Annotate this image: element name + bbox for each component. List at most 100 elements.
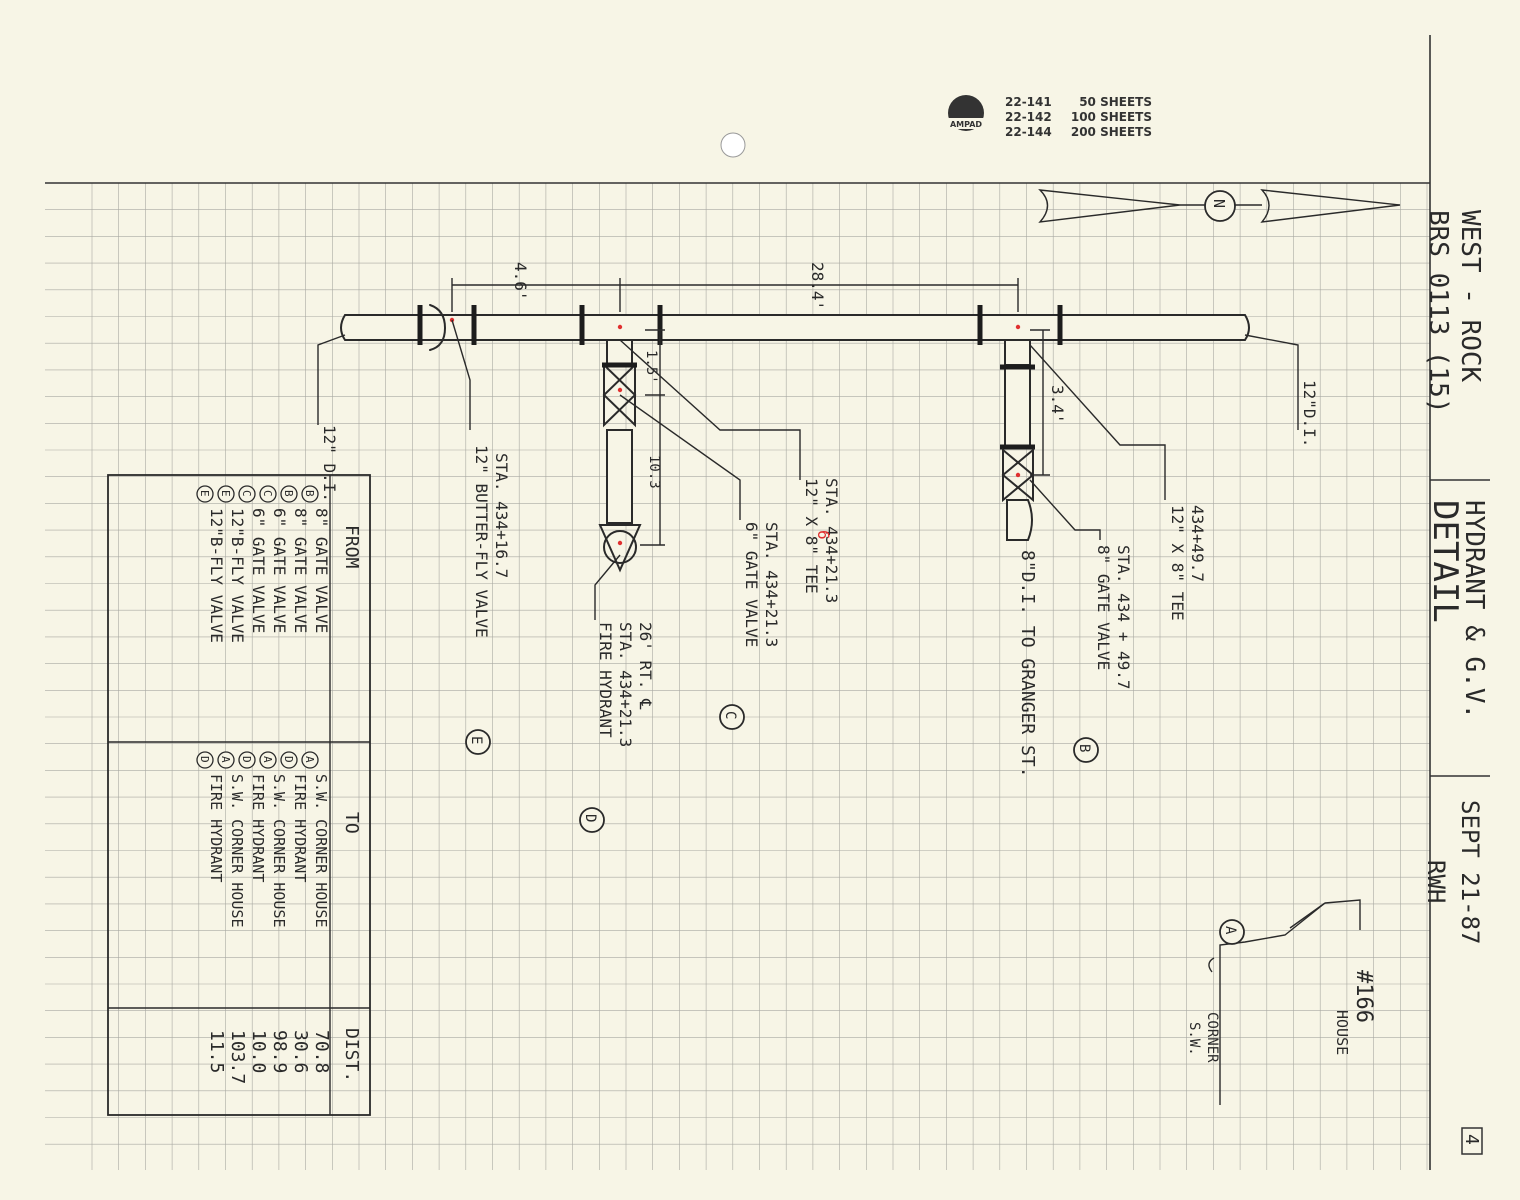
- ampad-logo: AMPAD: [946, 95, 986, 131]
- table-row-3-dist: 98.9: [269, 1030, 290, 1073]
- pipe-left-label: 12" D.I.: [320, 425, 339, 502]
- dimension-lines: [451, 278, 1050, 546]
- table-header-to: TO: [341, 812, 362, 834]
- north-arrow-label: N: [1210, 199, 1228, 208]
- ampad-product-list: 22-141 50 SHEETS 22-142 100 SHEETS 22-14…: [1005, 95, 1152, 139]
- dim-tee-c-to-tee-b: 28.4': [808, 262, 827, 310]
- table-row-5-from-marker-circle: [217, 485, 235, 503]
- table-row-6-to-marker-circle: [196, 751, 214, 769]
- table-row-4-to-marker: D: [240, 756, 253, 763]
- product-sheets-1: 50 SHEETS: [1079, 95, 1152, 109]
- label-gate-valve-c: 6" GATE VALVE STA. 434+21.3: [742, 522, 781, 647]
- label-tee-c-line2: STA. 434+21.3: [822, 478, 841, 603]
- marker-b-circle: [1073, 737, 1099, 763]
- graph-paper-grid: [45, 182, 1430, 1170]
- table-row-2-to-marker: D: [282, 756, 295, 763]
- title-subject-line1: HYDRANT & G.V.: [1459, 500, 1489, 719]
- marker-d-circle: [579, 807, 605, 833]
- product-sheets-2: 100 SHEETS: [1071, 110, 1152, 124]
- table-row-1-from-marker: B: [303, 490, 316, 497]
- main-pipe: [340, 305, 1250, 345]
- label-e-line1: 12" BUTTER-FLY VALVE: [472, 445, 491, 638]
- title-subject-group: HYDRANT & G.V. DETAIL: [1425, 500, 1489, 719]
- table-header-dist: DIST.: [341, 1028, 362, 1082]
- distance-table-rows: B 8" GATE VALVE A S.W. CORNER HOUSE 70.8 B 8" …: [196, 485, 332, 1084]
- product-code-2: 22-142: [1005, 110, 1052, 124]
- house-label-line2: #166: [1351, 970, 1376, 1023]
- table-row-1-to: S.W. CORNER HOUSE: [312, 774, 330, 928]
- table-row-4-dist: 10.0: [248, 1030, 269, 1073]
- table-row-1-dist: 70.8: [311, 1030, 332, 1073]
- table-row-6-to: FIRE HYDRANT: [207, 774, 225, 882]
- table-row-6-dist: 11.5: [206, 1030, 227, 1073]
- label-d-line1: FIRE HYDRANT: [596, 622, 615, 738]
- tee-correction-mark: 6: [814, 530, 833, 540]
- binder-hole: [720, 132, 746, 158]
- title-project: WEST - ROCK: [1455, 210, 1485, 383]
- corner-label-line1: S.W.: [1186, 1022, 1202, 1056]
- title-date: SEPT 21-87: [1456, 800, 1484, 945]
- pipe-right-label: 12"D.I.: [1300, 380, 1319, 447]
- table-row-2-to: FIRE HYDRANT: [291, 774, 309, 882]
- label-tee-b-line2: 434+49.7: [1188, 505, 1207, 582]
- label-d-line3: 26' RT. ℄: [636, 622, 655, 710]
- table-row-5-dist: 103.7: [227, 1030, 248, 1084]
- table-row-2-from: 8" GATE VALVE: [291, 508, 310, 633]
- table-row-2-from-marker-circle: [280, 485, 298, 503]
- label-d-line2: STA. 434+21.3: [616, 622, 635, 747]
- table-row-4-from-marker: C: [240, 490, 253, 497]
- page-number: 4: [1461, 1134, 1482, 1145]
- table-row-3-to: S.W. CORNER HOUSE: [270, 774, 288, 928]
- dim-valve-to-hydrant: 10.3: [646, 455, 662, 489]
- label-fire-hydrant: FIRE HYDRANT STA. 434+21.3 26' RT. ℄: [596, 622, 655, 747]
- pipe-labels: 12" D.I. 12"D.I.: [320, 380, 1319, 502]
- leader-lines: [317, 319, 1299, 620]
- label-b-line1: 8" GATE VALVE: [1094, 545, 1113, 670]
- label-c-line1: 6" GATE VALVE: [742, 522, 761, 647]
- table-row-5-to-marker-circle: [217, 751, 235, 769]
- label-tee-c: 12" X 8" TEE STA. 434+21.3: [802, 478, 841, 603]
- label-di-to-granger: 8"D.I. TO GRANGER ST.: [1017, 550, 1038, 778]
- table-row-1-from: 8" GATE VALVE: [312, 508, 331, 633]
- marker-a: A: [1222, 926, 1238, 935]
- product-code-1: 22-141: [1005, 95, 1052, 109]
- label-tee-c-line1: 12" X 8" TEE: [802, 478, 821, 594]
- marker-c: C: [722, 711, 738, 719]
- marker-e-circle: [465, 729, 491, 755]
- table-row-1-to-marker-circle: [301, 751, 319, 769]
- table-row-3-from-marker-circle: [259, 485, 277, 503]
- table-row-3-from-marker: C: [261, 490, 274, 497]
- table-row-6-from: 12"B-FLY VALVE: [207, 508, 226, 643]
- table-row-4-to: FIRE HYDRANT: [249, 774, 267, 882]
- table-row-2-from-marker: B: [282, 490, 295, 497]
- label-butterfly-valve: 12" BUTTER-FLY VALVE STA. 434+16.7: [472, 445, 511, 638]
- label-c-line2: STA. 434+21.3: [762, 522, 781, 647]
- table-row-5-to: S.W. CORNER HOUSE: [228, 774, 246, 928]
- table-row-2-dist: 30.6: [290, 1030, 311, 1073]
- dim-tee-c-to-valve: 1.5': [643, 350, 659, 384]
- marker-a-circle: [1219, 919, 1245, 945]
- table-row-6-from-marker: E: [198, 490, 211, 497]
- table-row-3-to-marker: A: [261, 756, 274, 763]
- marker-e: E: [468, 736, 484, 744]
- title-subject-line2: DETAIL: [1425, 500, 1465, 623]
- table-row-3-to-marker-circle: [259, 751, 277, 769]
- table-row-6-to-marker: D: [198, 756, 211, 763]
- table-row-4-from: 6" GATE VALVE: [249, 508, 268, 633]
- label-tee-b: 12" X 8" TEE 434+49.7: [1168, 505, 1207, 621]
- label-e-line2: STA. 434+16.7: [492, 453, 511, 578]
- table-row-5-from-marker: E: [219, 490, 232, 497]
- north-arrow: N: [1038, 189, 1401, 223]
- marker-d: D: [582, 814, 598, 822]
- product-code-3: 22-144: [1005, 125, 1052, 139]
- title-date-group: SEPT 21-87 RWH: [1422, 800, 1484, 945]
- title-initials: RWH: [1422, 860, 1450, 903]
- table-row-1-to-marker: A: [303, 756, 316, 763]
- label-sw-corner: S.W. CORNER: [1186, 1012, 1220, 1063]
- dimension-labels: 4.6' 28.4' 3.4' 1.5' 10.3: [511, 262, 1067, 489]
- house-corner: A: [1208, 899, 1361, 1105]
- title-project-group: WEST - ROCK BRS 0113 (15): [1423, 210, 1485, 414]
- distance-table: FROM TO DIST.: [107, 474, 371, 1116]
- product-sheets-3: 200 SHEETS: [1071, 125, 1152, 139]
